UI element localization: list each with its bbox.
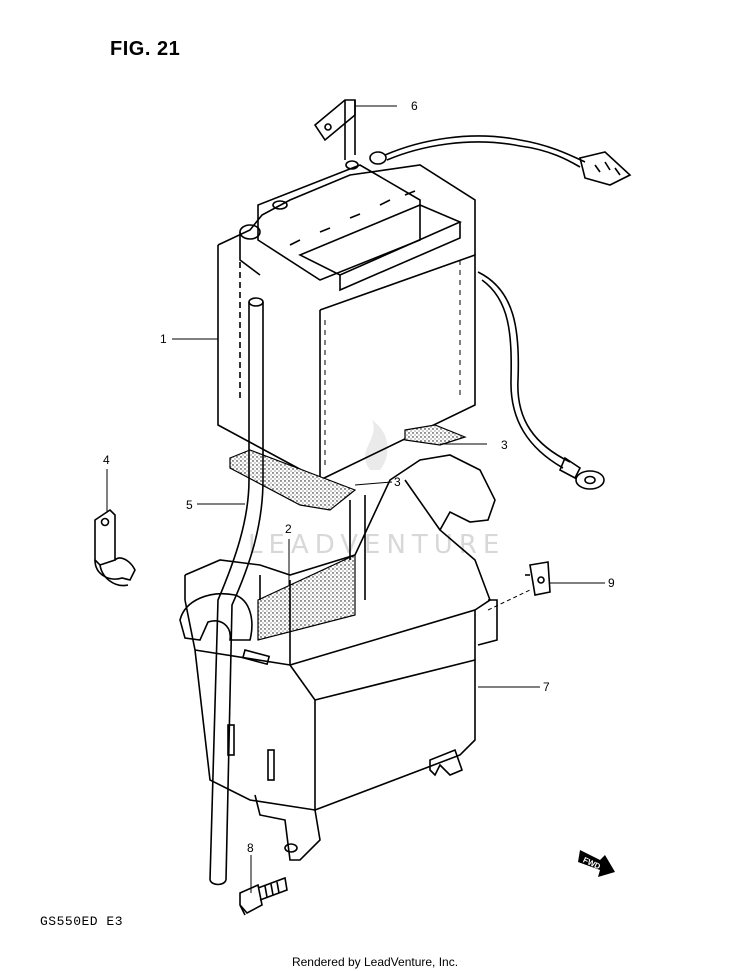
callout-2: 2 xyxy=(285,522,292,536)
footer-credit: Rendered by LeadVenture, Inc. xyxy=(291,955,459,969)
callout-3b: 3 xyxy=(394,475,401,489)
rubber-pad-bottom xyxy=(229,449,357,511)
callout-1: 1 xyxy=(160,332,167,346)
battery-bracket xyxy=(313,99,356,160)
battery xyxy=(217,151,476,482)
figure-title: FIG. 21 xyxy=(110,38,181,60)
callout-9: 9 xyxy=(608,576,615,590)
callout-4: 4 xyxy=(103,453,110,467)
mounting-bracket xyxy=(525,561,551,596)
callout-6: 6 xyxy=(411,99,418,113)
battery-cable-positive xyxy=(384,135,632,186)
watermark-flame-icon xyxy=(365,420,388,470)
fwd-label: FWD xyxy=(582,855,603,871)
hose-clamp xyxy=(94,508,136,587)
fwd-arrow-icon: FWD xyxy=(578,850,615,877)
bolt xyxy=(239,876,288,916)
callout-5: 5 xyxy=(186,498,193,512)
callout-7: 7 xyxy=(543,680,550,694)
rubber-pad-side xyxy=(257,554,356,641)
rubber-pad-right xyxy=(404,424,467,446)
battery-cable-negative xyxy=(477,271,605,490)
callout-3a: 3 xyxy=(501,438,508,452)
callout-8: 8 xyxy=(247,841,254,855)
model-code: GS550ED E3 xyxy=(40,914,124,929)
battery-case xyxy=(179,454,531,861)
callout-leaders xyxy=(106,105,605,893)
